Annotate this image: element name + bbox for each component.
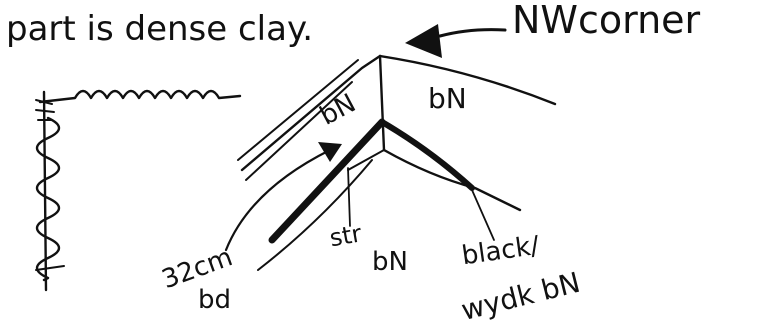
str-leader-line	[348, 168, 350, 226]
lower-wall-curve	[258, 160, 372, 270]
panel-left-label: bN	[315, 88, 361, 131]
wy-dk-bn-label: wydk bN	[458, 266, 583, 323]
nw-corner-arrow-shaft	[440, 30, 505, 36]
header-note: part is dense clay.	[6, 9, 313, 49]
wall-right-bottom-edge	[384, 150, 520, 210]
wall-base-tick	[36, 266, 64, 270]
str-label: str	[327, 219, 363, 252]
nw-corner-label: NWcorner	[512, 0, 701, 42]
wavy-horizontal-symbol	[40, 91, 240, 102]
black-label: black/	[460, 231, 541, 272]
wall-right-top-edge	[380, 56, 555, 104]
band-pointer-arrowhead	[318, 142, 342, 162]
corner-vertical-edge	[380, 56, 384, 150]
str-bn-label: bN	[372, 247, 408, 277]
nw-corner-arrowhead	[405, 24, 442, 58]
black-leader-line	[472, 190, 494, 240]
bd-label: bd	[198, 285, 231, 315]
panel-right-label: bN	[428, 82, 467, 115]
wavy-vertical-symbol	[37, 118, 59, 280]
